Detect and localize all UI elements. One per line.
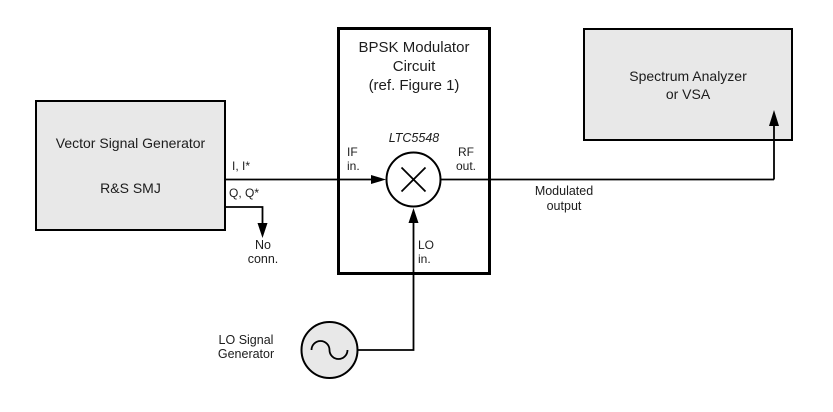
mixer-part-number-label: LTC5548: [388, 131, 440, 145]
vsg-title: Vector Signal Generator: [55, 135, 206, 151]
no-conn-label: No conn.: [247, 238, 279, 266]
bpsk-modulator-title: BPSK Modulator Circuit (ref. Figure 1): [358, 39, 470, 94]
lo-generator-label: LO Signal Generator: [217, 333, 275, 361]
if-in-port-label: IF in.: [347, 145, 360, 173]
i-signal-label: I, I*: [232, 159, 251, 173]
rf-out-port-label: RF out.: [455, 145, 477, 173]
no-conn-arrowhead-icon: [257, 223, 268, 238]
vsg-model-label: R&S SMJ: [100, 180, 161, 196]
spectrum-analyzer-block: Spectrum Analyzer or VSA: [583, 28, 793, 141]
spectrum-analyzer-title: Spectrum Analyzer or VSA: [629, 67, 747, 102]
modulated-output-label: Modulated output: [534, 184, 594, 213]
q-signal-line: [226, 206, 264, 224]
lo-source-circle: [300, 321, 359, 379]
lo-in-port-label: LO in.: [418, 238, 435, 266]
sine-wave-icon: [310, 340, 349, 360]
q-signal-label: Q, Q*: [229, 186, 260, 200]
vector-signal-generator-block: Vector Signal Generator R&S SMJ: [35, 100, 226, 231]
